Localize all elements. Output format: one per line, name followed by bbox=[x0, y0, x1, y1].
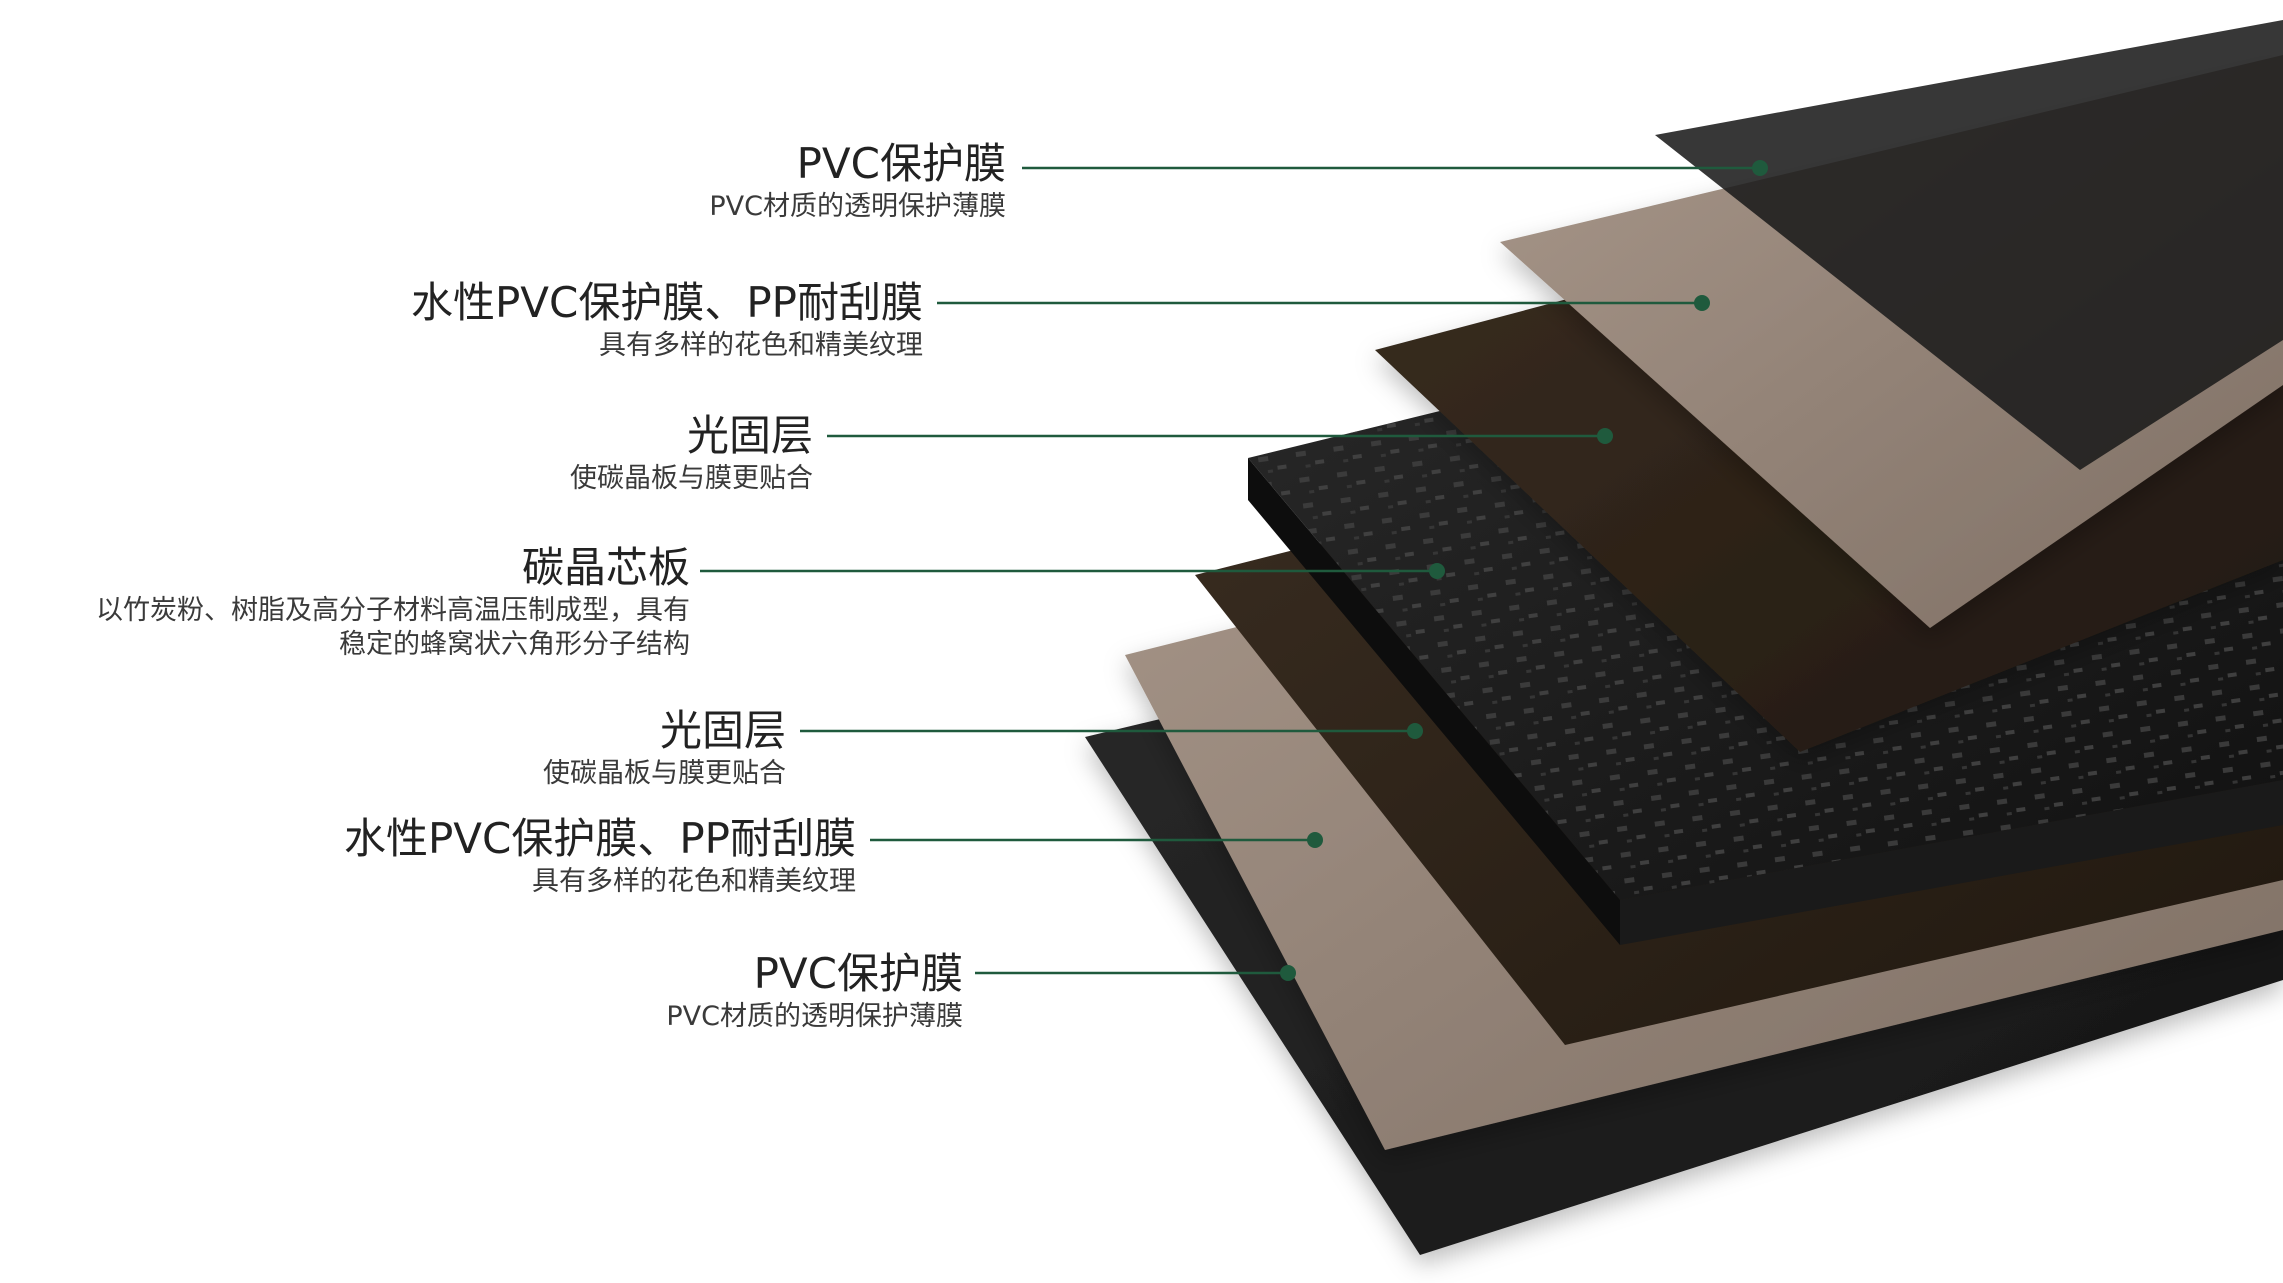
callout-connectors bbox=[700, 160, 1768, 981]
callout-dot-1 bbox=[1752, 160, 1768, 176]
callout-title: 光固层 bbox=[686, 411, 813, 460]
callout-label-2: 水性PVC保护膜、PP耐刮膜 具有多样的花色和精美纹理 bbox=[411, 277, 923, 363]
callout-label-5: 光固层 使碳晶板与膜更贴合 bbox=[543, 705, 786, 791]
callout-label-7: PVC保护膜 PVC材质的透明保护薄膜 bbox=[666, 948, 963, 1034]
callout-dot-4 bbox=[1429, 563, 1445, 579]
callout-dot-3 bbox=[1597, 428, 1613, 444]
callout-desc: 具有多样的花色和精美纹理 bbox=[599, 330, 923, 361]
callout-desc: PVC材质的透明保护薄膜 bbox=[666, 1001, 963, 1032]
callout-label-1: PVC保护膜 PVC材质的透明保护薄膜 bbox=[709, 138, 1006, 224]
callout-label-6: 水性PVC保护膜、PP耐刮膜 具有多样的花色和精美纹理 bbox=[344, 813, 856, 899]
callout-dot-6 bbox=[1307, 832, 1323, 848]
callout-label-3: 光固层 使碳晶板与膜更贴合 bbox=[570, 410, 813, 496]
callout-title: PVC保护膜 bbox=[796, 139, 1006, 188]
callout-desc: 以竹炭粉、树脂及高分子材料高温压制成型，具有 bbox=[96, 595, 690, 626]
callout-title: 水性PVC保护膜、PP耐刮膜 bbox=[343, 814, 856, 863]
layer-top-pvc-film bbox=[1655, 20, 2283, 470]
callout-dot-5 bbox=[1407, 723, 1423, 739]
callout-desc: 具有多样的花色和精美纹理 bbox=[532, 866, 856, 897]
callout-title: 水性PVC保护膜、PP耐刮膜 bbox=[410, 278, 923, 327]
callout-title: 碳晶芯板 bbox=[521, 543, 690, 592]
callout-desc: PVC材质的透明保护薄膜 bbox=[709, 191, 1006, 222]
callout-dot-2 bbox=[1694, 295, 1710, 311]
callout-title: PVC保护膜 bbox=[753, 949, 963, 998]
callout-desc: 稳定的蜂窝状六角形分子结构 bbox=[339, 629, 690, 660]
callout-desc: 使碳晶板与膜更贴合 bbox=[570, 463, 813, 494]
layer-core-board-edge bbox=[1248, 458, 1620, 945]
callout-label-4: 碳晶芯板 以竹炭粉、树脂及高分子材料高温压制成型，具有 稳定的蜂窝状六角形分子结… bbox=[96, 542, 690, 662]
callout-desc: 使碳晶板与膜更贴合 bbox=[543, 758, 786, 789]
layer-core-board-side bbox=[1620, 780, 2283, 945]
callout-dot-7 bbox=[1280, 965, 1296, 981]
callout-title: 光固层 bbox=[659, 706, 786, 755]
